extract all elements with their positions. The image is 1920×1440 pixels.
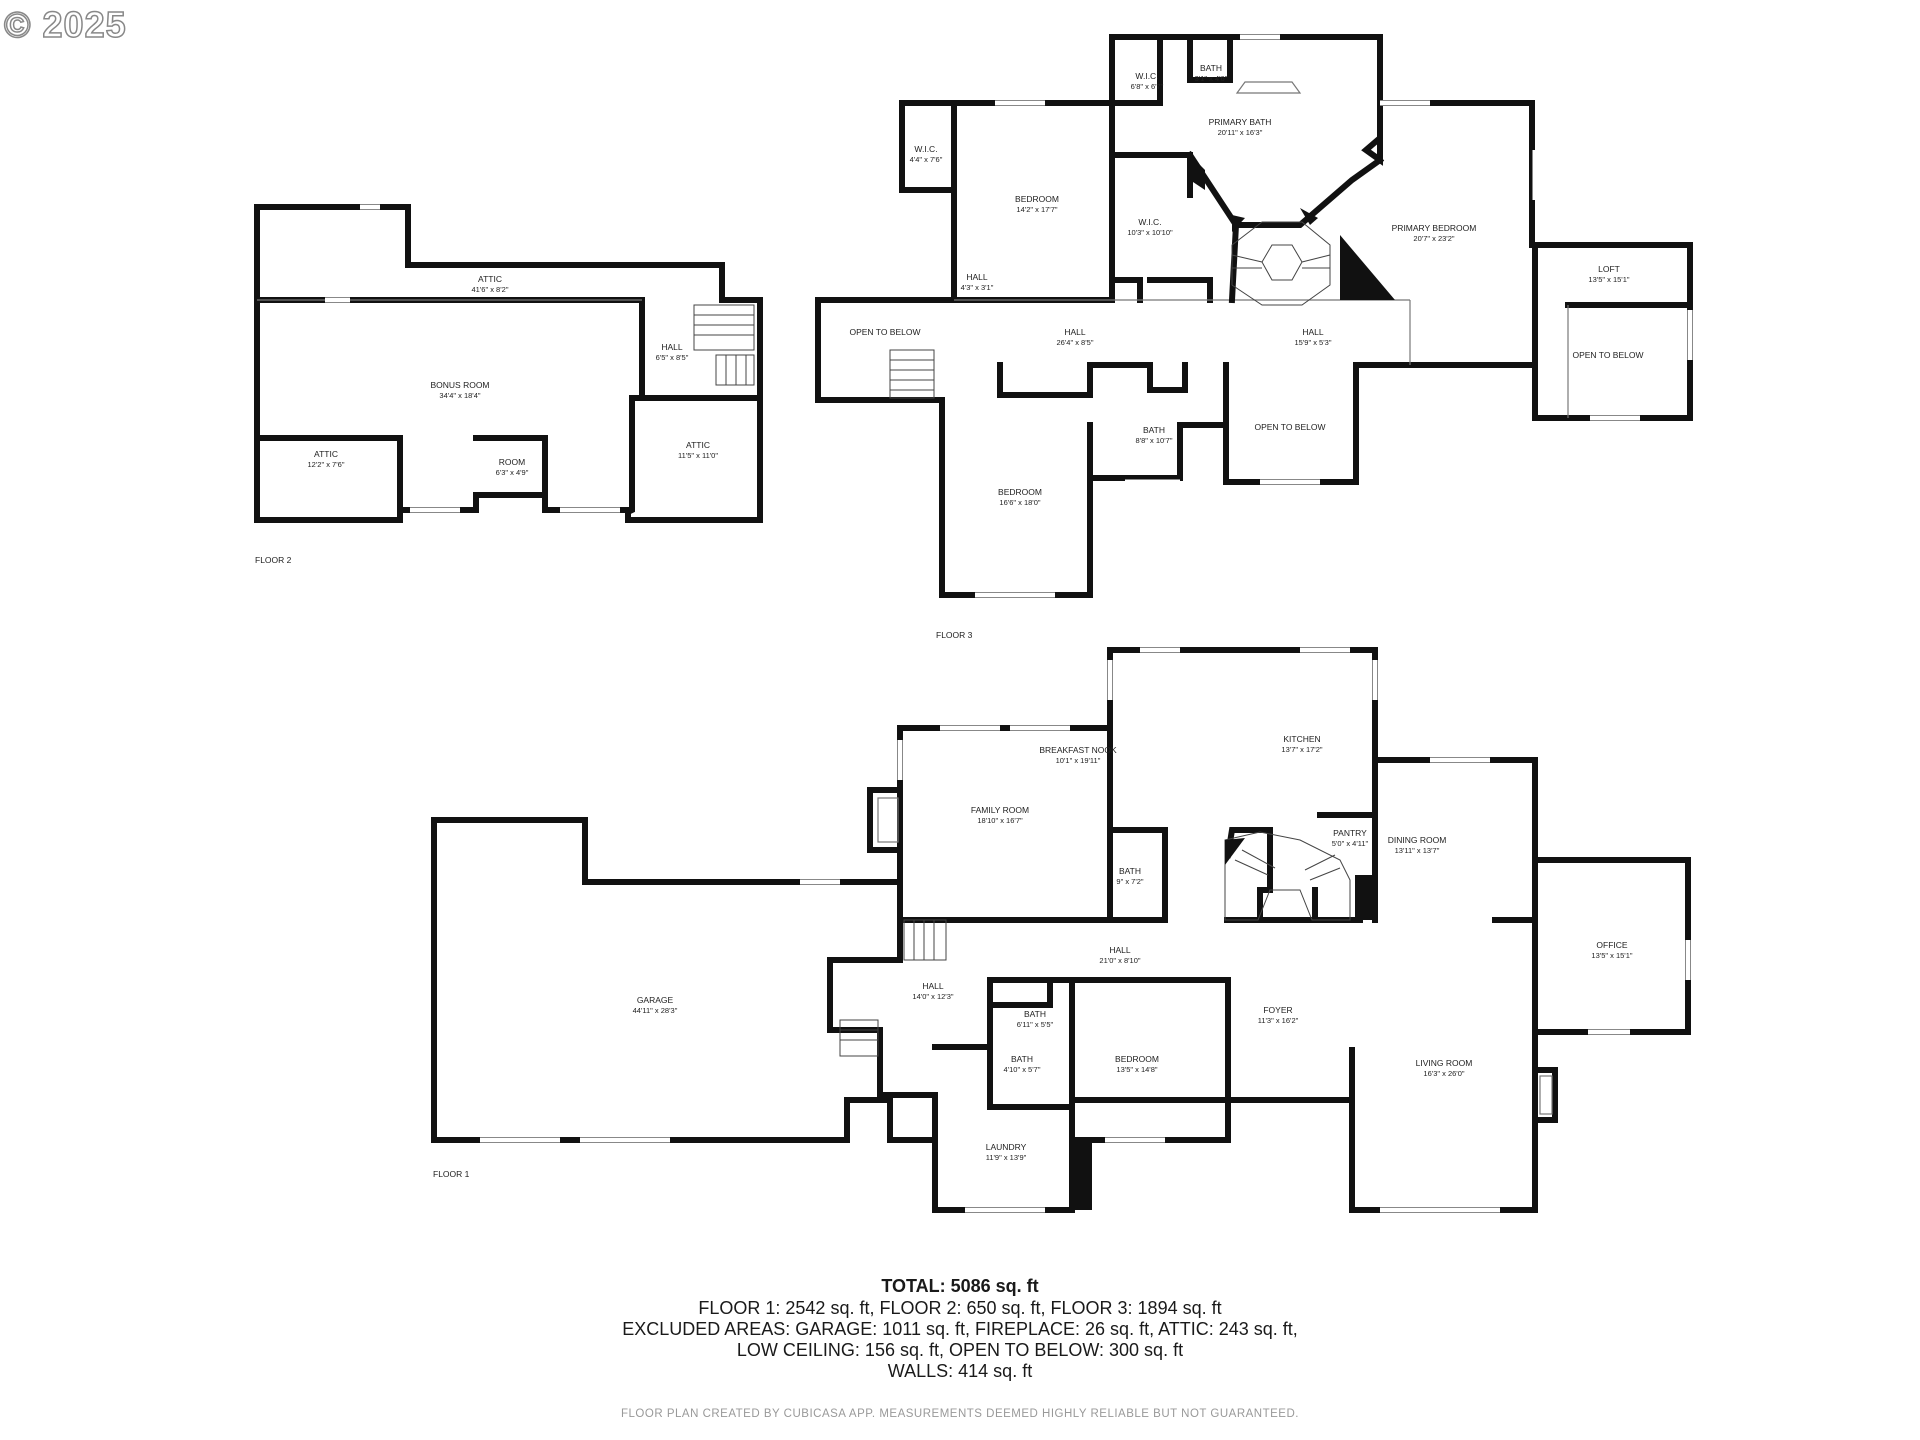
room-dims-floor3-1: 3'1" x 4'6"	[1195, 74, 1228, 83]
room-dims-floor3-15: 16'6" x 18'0"	[999, 498, 1040, 507]
room-dims-floor3-3: 4'4" x 7'6"	[910, 155, 943, 164]
room-name-floor3-13: BATH	[1143, 425, 1165, 435]
floor-3-plan	[815, 34, 1693, 598]
room-name-floor3-0: W.I.C.	[1135, 71, 1158, 81]
room-dims-floor3-7: 4'3" x 3'1"	[961, 283, 994, 292]
room-name-floor3-6: PRIMARY BEDROOM	[1392, 223, 1477, 233]
room-name-floor3-5: W.I.C.	[1138, 217, 1161, 227]
room-dims-floor3-10: 26'4" x 8'5"	[1057, 338, 1094, 347]
room-name-floor3-8: LOFT	[1598, 264, 1620, 274]
room-name-floor1-7: BATH	[1119, 866, 1141, 876]
room-name-floor2-2: BONUS ROOM	[430, 380, 489, 390]
floor-1-plan	[431, 647, 1691, 1213]
room-name-floor1-1: FAMILY ROOM	[971, 805, 1029, 815]
room-name-floor1-15: LAUNDRY	[986, 1142, 1027, 1152]
room-dims-floor2-2: 34'4" x 18'4"	[439, 391, 480, 400]
room-dims-floor1-2: 10'1" x 19'11"	[1056, 756, 1101, 765]
room-dims-floor1-11: 4'10" x 5'7"	[1004, 1065, 1041, 1074]
room-dims-floor3-8: 13'5" x 15'1"	[1588, 275, 1629, 284]
room-name-floor2-0: ATTIC	[478, 274, 502, 284]
room-dims-floor3-13: 8'8" x 10'7"	[1136, 436, 1173, 445]
room-dims-floor2-0: 41'6" x 8'2"	[472, 285, 509, 294]
room-name-floor3-15: BEDROOM	[998, 487, 1042, 497]
room-name-floor2-5: ATTIC	[686, 440, 710, 450]
floor-3-label: FLOOR 3	[936, 630, 973, 640]
room-dims-floor3-0: 6'8" x 6'7"	[1131, 82, 1164, 91]
room-name-floor1-0: GARAGE	[637, 995, 674, 1005]
room-name-floor1-5: DINING ROOM	[1388, 835, 1447, 845]
summary-line-walls: WALLS: 414 sq. ft	[887, 1361, 1033, 1381]
room-name-floor2-1: HALL	[661, 342, 683, 352]
room-name-floor3-10: HALL	[1064, 327, 1086, 337]
room-name-floor3-12: OPEN TO BELOW	[1572, 350, 1643, 360]
room-dims-floor3-2: 20'11" x 16'3"	[1218, 128, 1263, 137]
room-dims-floor1-13: 13'5" x 14'8"	[1116, 1065, 1157, 1074]
room-name-floor3-3: W.I.C.	[914, 144, 937, 154]
room-name-floor3-7: HALL	[966, 272, 988, 282]
room-name-floor3-11: HALL	[1302, 327, 1324, 337]
floor-2-plan	[254, 204, 763, 523]
room-name-floor3-9: OPEN TO BELOW	[849, 327, 920, 337]
room-name-floor2-4: ROOM	[499, 457, 525, 467]
room-name-floor1-8: HALL	[1109, 945, 1131, 955]
room-name-floor2-3: ATTIC	[314, 449, 338, 459]
room-name-floor1-3: KITCHEN	[1283, 734, 1320, 744]
room-dims-floor1-6: 13'5" x 15'1"	[1591, 951, 1632, 960]
floor-1-label: FLOOR 1	[433, 1169, 470, 1179]
floor-2-label: FLOOR 2	[255, 555, 292, 565]
room-dims-floor3-11: 15'9" x 5'3"	[1295, 338, 1332, 347]
room-dims-floor1-7: 9" x 7'2"	[1116, 877, 1144, 886]
room-dims-floor1-8: 21'0" x 8'10"	[1099, 956, 1140, 965]
room-dims-floor1-12: 11'3" x 16'2"	[1258, 1016, 1299, 1025]
room-dims-floor3-4: 14'2" x 17'7"	[1016, 205, 1057, 214]
room-dims-floor2-1: 6'5" x 8'5"	[656, 353, 689, 362]
room-name-floor1-2: BREAKFAST NOOK	[1039, 745, 1117, 755]
room-name-floor1-11: BATH	[1011, 1054, 1033, 1064]
room-dims-floor3-6: 20'7" x 23'2"	[1413, 234, 1454, 243]
room-dims-floor2-4: 6'3" x 4'9"	[496, 468, 529, 477]
room-dims-floor2-3: 12'2" x 7'6"	[308, 460, 345, 469]
plan-credit: FLOOR PLAN CREATED BY CUBICASA APP. MEAS…	[621, 1408, 1299, 1420]
room-name-floor3-2: PRIMARY BATH	[1209, 117, 1272, 127]
room-name-floor3-4: BEDROOM	[1015, 194, 1059, 204]
room-dims-floor3-5: 10'3" x 10'10"	[1127, 228, 1173, 237]
summary-line-low-ceiling: LOW CEILING: 156 sq. ft, OPEN TO BELOW: …	[736, 1340, 1184, 1360]
room-dims-floor1-1: 18'10" x 16'7"	[977, 816, 1023, 825]
room-name-floor1-12: FOYER	[1263, 1005, 1292, 1015]
room-name-floor1-9: HALL	[922, 981, 944, 991]
room-dims-floor1-15: 11'9" x 13'9"	[986, 1153, 1027, 1162]
room-name-floor3-1: BATH	[1200, 63, 1222, 73]
room-name-floor1-4: PANTRY	[1333, 828, 1367, 838]
room-name-floor1-6: OFFICE	[1596, 940, 1627, 950]
room-name-floor1-10: BATH	[1024, 1009, 1046, 1019]
total-area: TOTAL: 5086 sq. ft	[881, 1276, 1039, 1296]
room-dims-floor1-4: 5'0" x 4'11"	[1332, 839, 1369, 848]
summary-line-excluded: EXCLUDED AREAS: GARAGE: 1011 sq. ft, FIR…	[622, 1319, 1298, 1339]
room-dims-floor1-14: 16'3" x 26'0"	[1423, 1069, 1464, 1078]
summary-line-floors: FLOOR 1: 2542 sq. ft, FLOOR 2: 650 sq. f…	[698, 1298, 1222, 1318]
room-name-floor1-14: LIVING ROOM	[1416, 1058, 1473, 1068]
room-dims-floor2-5: 11'5" x 11'0"	[678, 451, 718, 460]
copyright-watermark: © 2025	[3, 3, 127, 46]
room-dims-floor1-3: 13'7" x 17'2"	[1281, 745, 1322, 754]
room-dims-floor1-9: 14'0" x 12'3"	[912, 992, 953, 1001]
room-dims-floor1-5: 13'11" x 13'7"	[1395, 846, 1440, 855]
room-dims-floor1-10: 6'11" x 5'5"	[1017, 1020, 1054, 1029]
room-name-floor1-13: BEDROOM	[1115, 1054, 1159, 1064]
room-dims-floor1-0: 44'11" x 28'3"	[633, 1006, 678, 1015]
room-name-floor3-14: OPEN TO BELOW	[1254, 422, 1325, 432]
